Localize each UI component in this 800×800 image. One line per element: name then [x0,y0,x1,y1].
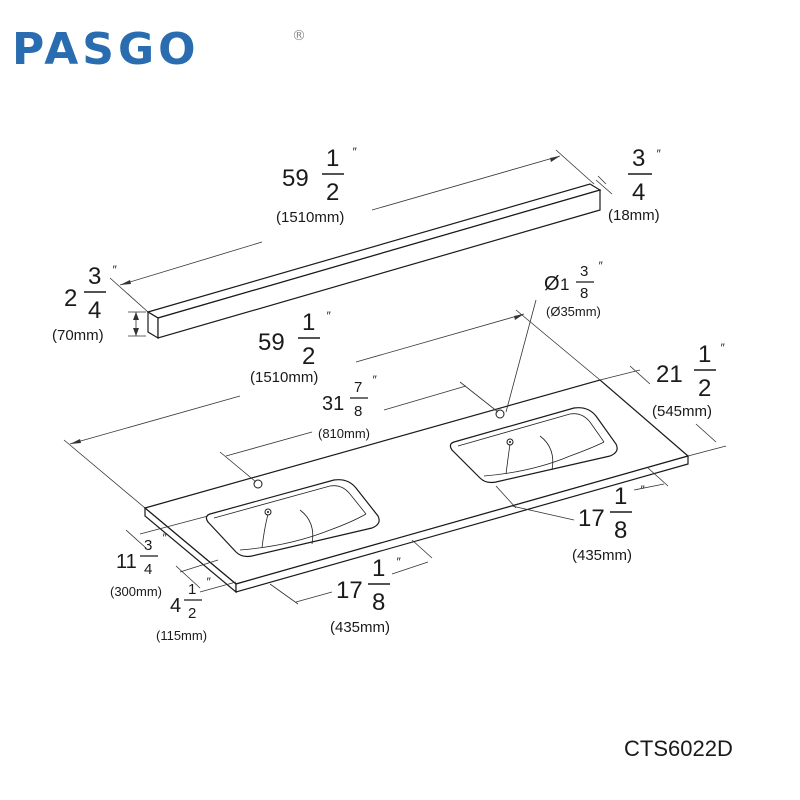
dimensions-backsplash-length-den-text: 2 [326,179,339,206]
sink-left-rim [205,479,380,558]
dimensions-sink-depth-num-text: 3 [144,537,152,554]
dimensions-backsplash-thickness-inch-mark-text: ″ [656,147,661,161]
label-faucet-hole: Ø 1 3 8 ″ (Ø35mm) [544,259,603,319]
dimensions-backsplash-length-num-text: 1 [326,145,339,172]
sink-right [449,407,618,484]
dimensions-sink-width-left-den-text: 8 [372,589,385,616]
model-number: CTS6022D [624,736,733,761]
dimensions-front-to-sink-whole-text: 4 [170,595,181,617]
dimensions-backsplash-thickness-metric-text: (18mm) [608,207,660,224]
dimensions-sink-depth-metric-text: (300mm) [110,584,162,599]
dim-front-to-sink [179,559,237,593]
dim-backsplash-thickness [595,175,613,195]
dimensions-faucet-hole-den-text: 8 [580,285,588,302]
dimensions-faucet-hole-inch-mark-text: ″ [598,259,603,273]
dim-top-depth [599,365,727,457]
dimensions-backsplash-height-whole-text: 2 [64,285,77,312]
dimensions-sink-width-left-num-text: 1 [372,555,385,582]
dimensions-hole-spacing-inch-mark-text: ″ [372,373,377,387]
dim-sink-width-left [269,539,433,605]
label-hole-spacing: 31 7 8 ″ (810mm) [318,373,377,441]
dimensions-top-length-whole-text: 59 [258,329,285,356]
dim-sink-depth [125,515,209,589]
dimensions-sink-width-right-den-text: 8 [614,517,627,544]
registered-mark: ® [292,28,306,44]
dim-top-length [63,309,601,509]
dimensions-top-depth-whole-text: 21 [656,361,683,388]
label-sink-depth: 11 3 4 ″ (300mm) [110,531,167,599]
dimensions-sink-width-right-whole-text: 17 [578,505,605,532]
sink-left-inner-curve [299,509,314,545]
dimensions-faucet-hole-num-text: 3 [580,263,588,280]
dimensions-top-length-den-text: 2 [302,343,315,370]
dimensions-sink-depth-den-text: 4 [144,561,152,578]
dimensions-sink-depth-inch-mark-text: ″ [162,531,167,545]
backsplash-front-face [157,189,601,339]
dim-backsplash-length [109,149,595,313]
dimensions-sink-width-right-num-text: 1 [614,483,627,510]
sink-left-drain-pipe [261,513,269,549]
dimensions-hole-spacing-den-text: 8 [354,403,362,420]
dimensions-front-to-sink-metric-text: (115mm) [156,628,207,643]
dimensions-sink-width-left-whole-text: 17 [336,577,363,604]
label-front-to-sink: 4 1 2 ″ (115mm) [156,575,211,643]
dimensions-top-length-metric-text: (1510mm) [250,369,318,386]
dimensions-faucet-hole-metric-text: (Ø35mm) [546,304,601,319]
dim-hole-spacing [219,381,499,483]
dimensions-hole-spacing-whole-text: 31 [322,393,344,415]
dim-faucet-hole [505,299,537,413]
dim-sink-width-right [495,467,669,521]
dimensions-backsplash-height-den-text: 4 [88,297,101,324]
dimensions-backsplash-length-inch-mark-text: ″ [352,145,357,159]
backsplash-top-face [146,183,602,319]
dimensions-backsplash-height-metric-text: (70mm) [52,327,104,344]
sink-left-basin-curve [239,513,367,551]
dimensions-sink-width-left-inch-mark-text: ″ [396,555,401,569]
label-top-depth: 21 1 2 ″ (545mm) [652,341,725,420]
dimensions-backsplash-height-inch-mark-text: ″ [112,263,117,277]
dimensions-backsplash-thickness-den-text: 4 [632,179,645,206]
sink-right-inner-curve [539,435,554,471]
sink-right-rim [449,407,618,484]
dimensions-top-length-num-text: 1 [302,309,315,336]
dimensions-hole-spacing-num-text: 7 [354,379,362,396]
dimensions-top-depth-num-text: 1 [698,341,711,368]
sink-right-back-wall [457,413,605,447]
label-sink-width-left: 17 1 8 ″ (435mm) [330,555,401,636]
sink-left [205,479,380,558]
label-sink-width-right: 17 1 8 ″ (435mm) [572,483,645,564]
countertop-front-edge [235,455,689,593]
logo-text-blue: PASGO [12,24,199,75]
dimensions-top-length-inch-mark-text: ″ [326,309,331,323]
dimensions-backsplash-thickness-num-text: 3 [632,145,645,172]
dimensions-sink-width-right-inch-mark-text: ″ [640,483,645,497]
dimensions-sink-width-right-metric-text: (435mm) [572,547,632,564]
dimensions-faucet-hole-whole-text: 1 [560,275,569,294]
label-top-length: 59 1 2 ″ (1510mm) [250,309,331,386]
dimensions-sink-depth-whole-text: 11 [116,551,137,573]
sink-right-basin-curve [483,441,605,477]
backsplash-piece [146,183,602,340]
label-backsplash-height: 2 3 4 ″ (70mm) [52,263,117,344]
dimensions-faucet-hole-symbol-text: Ø [544,273,560,295]
label-backsplash-thickness: 3 4 ″ (18mm) [608,145,661,224]
dimensions-front-to-sink-den-text: 2 [188,605,196,622]
sink-right-drain-pipe [505,443,511,475]
dimensions-top-depth-den-text: 2 [698,375,711,402]
dimensions-top-depth-metric-text: (545mm) [652,403,712,420]
dimensions-sink-width-left-metric-text: (435mm) [330,619,390,636]
dim-backsplash-height [128,311,146,337]
dimensions-hole-spacing-metric-text: (810mm) [318,426,370,441]
label-backsplash-length: 59 1 2 ″ (1510mm) [276,145,357,226]
dimensions-backsplash-length-whole-text: 59 [282,165,309,192]
sink-left-back-wall [213,485,367,519]
dimensions-front-to-sink-num-text: 1 [188,581,196,598]
dimensions-top-depth-inch-mark-text: ″ [720,341,725,355]
pasgo-logo: PASGO ® [12,24,306,75]
dimensions-front-to-sink-inch-mark-text: ″ [206,575,211,589]
dimensions-backsplash-height-num-text: 3 [88,263,101,290]
dimensions-backsplash-length-metric-text: (1510mm) [276,209,344,226]
